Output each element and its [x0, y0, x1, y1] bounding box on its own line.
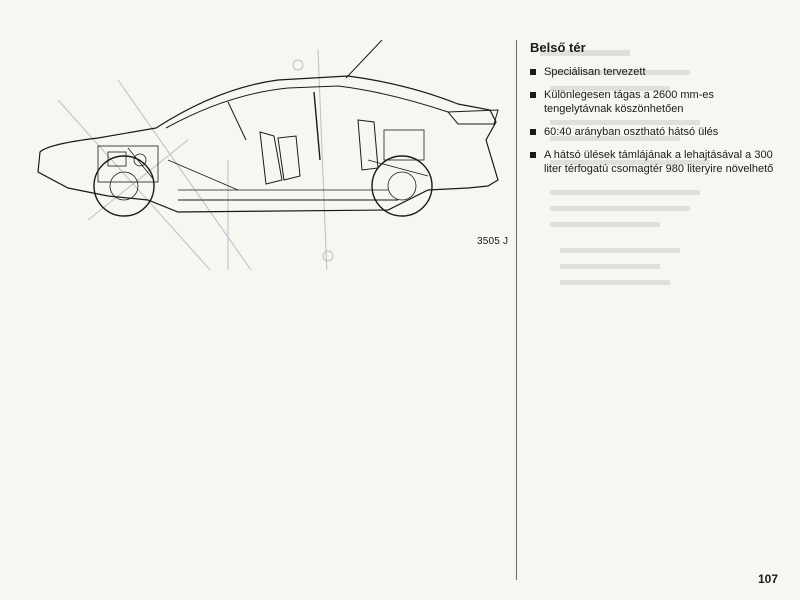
car-cutaway-illustration — [37, 40, 499, 270]
feature-list: Speciálisan tervezett Különlegesen tágas… — [530, 65, 780, 176]
list-item: 60:40 arányban osztható hátsó ülés — [530, 125, 780, 139]
square-bullet-icon — [530, 152, 536, 158]
list-item-text: 60:40 arányban osztható hátsó ülés — [544, 126, 719, 138]
page-number: 107 — [758, 572, 779, 586]
square-bullet-icon — [530, 129, 536, 135]
figure-code: 3505 J — [477, 236, 509, 247]
square-bullet-icon — [530, 69, 536, 75]
column-divider — [516, 40, 517, 580]
square-bullet-icon — [530, 92, 536, 98]
section-title: Belső tér — [530, 40, 586, 55]
list-item-text: Különlegesen tágas a 2600 mm-es tengelyt… — [544, 89, 714, 115]
interior-section: Belső tér Speciálisan tervezett Különleg… — [530, 40, 780, 185]
list-item-text: Speciálisan tervezett — [544, 66, 646, 78]
list-item-text: A hátsó ülések támlájának a lehajtásával… — [544, 149, 774, 175]
list-item: Speciálisan tervezett — [530, 65, 780, 79]
list-item: Különlegesen tágas a 2600 mm-es tengelyt… — [530, 88, 780, 116]
list-item: A hátsó ülések támlájának a lehajtásával… — [530, 148, 780, 176]
